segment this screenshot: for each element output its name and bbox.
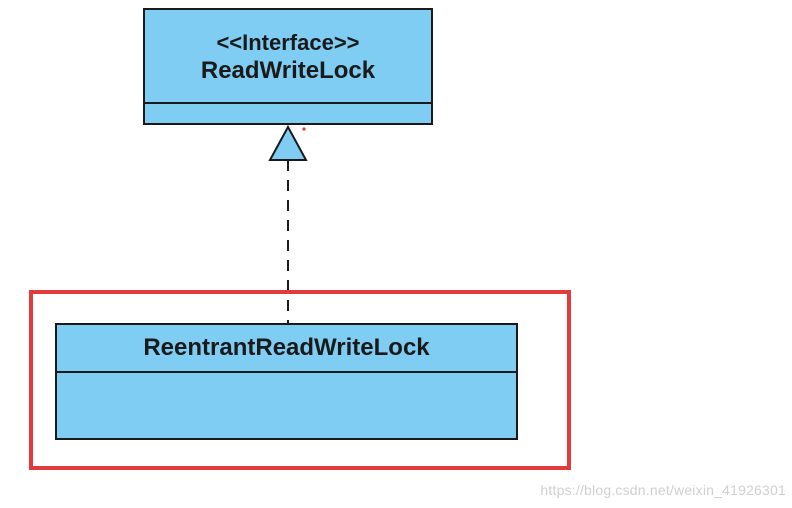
interface-attribute-compartment (145, 104, 431, 123)
red-dot-marker (302, 127, 306, 131)
interface-name: ReadWriteLock (200, 56, 376, 84)
implementation-name: ReentrantReadWriteLock (143, 333, 430, 361)
watermark-text: https://blog.csdn.net/weixin_41926301 (540, 482, 786, 498)
highlight-frame (29, 290, 571, 470)
interface-stereotype: <<Interface>> (216, 30, 360, 56)
implementation-name-compartment: ReentrantReadWriteLock (57, 325, 516, 373)
interface-name-compartment: <<Interface>> ReadWriteLock (145, 10, 431, 104)
implementation-class-box[interactable]: ReentrantReadWriteLock (55, 323, 518, 440)
implementation-attribute-compartment (57, 373, 516, 438)
hollow-triangle-arrowhead (268, 124, 308, 161)
interface-class-box[interactable]: <<Interface>> ReadWriteLock (143, 8, 433, 125)
